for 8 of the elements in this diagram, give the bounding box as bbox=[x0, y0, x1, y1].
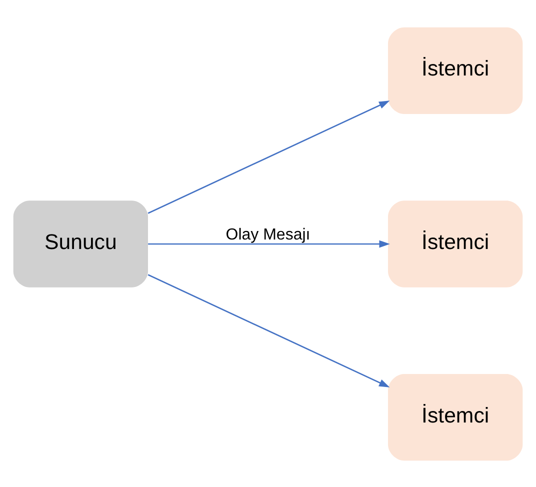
node-box: İstemci bbox=[388, 200, 523, 287]
node-box: İstemci bbox=[388, 26, 523, 114]
arrow bbox=[148, 100, 390, 214]
node-box: Sunucu bbox=[13, 200, 148, 287]
edge-label: Olay Mesajı bbox=[226, 226, 310, 243]
arrow bbox=[148, 240, 390, 248]
node-box: İstemci bbox=[388, 374, 523, 460]
arrow bbox=[148, 274, 390, 387]
